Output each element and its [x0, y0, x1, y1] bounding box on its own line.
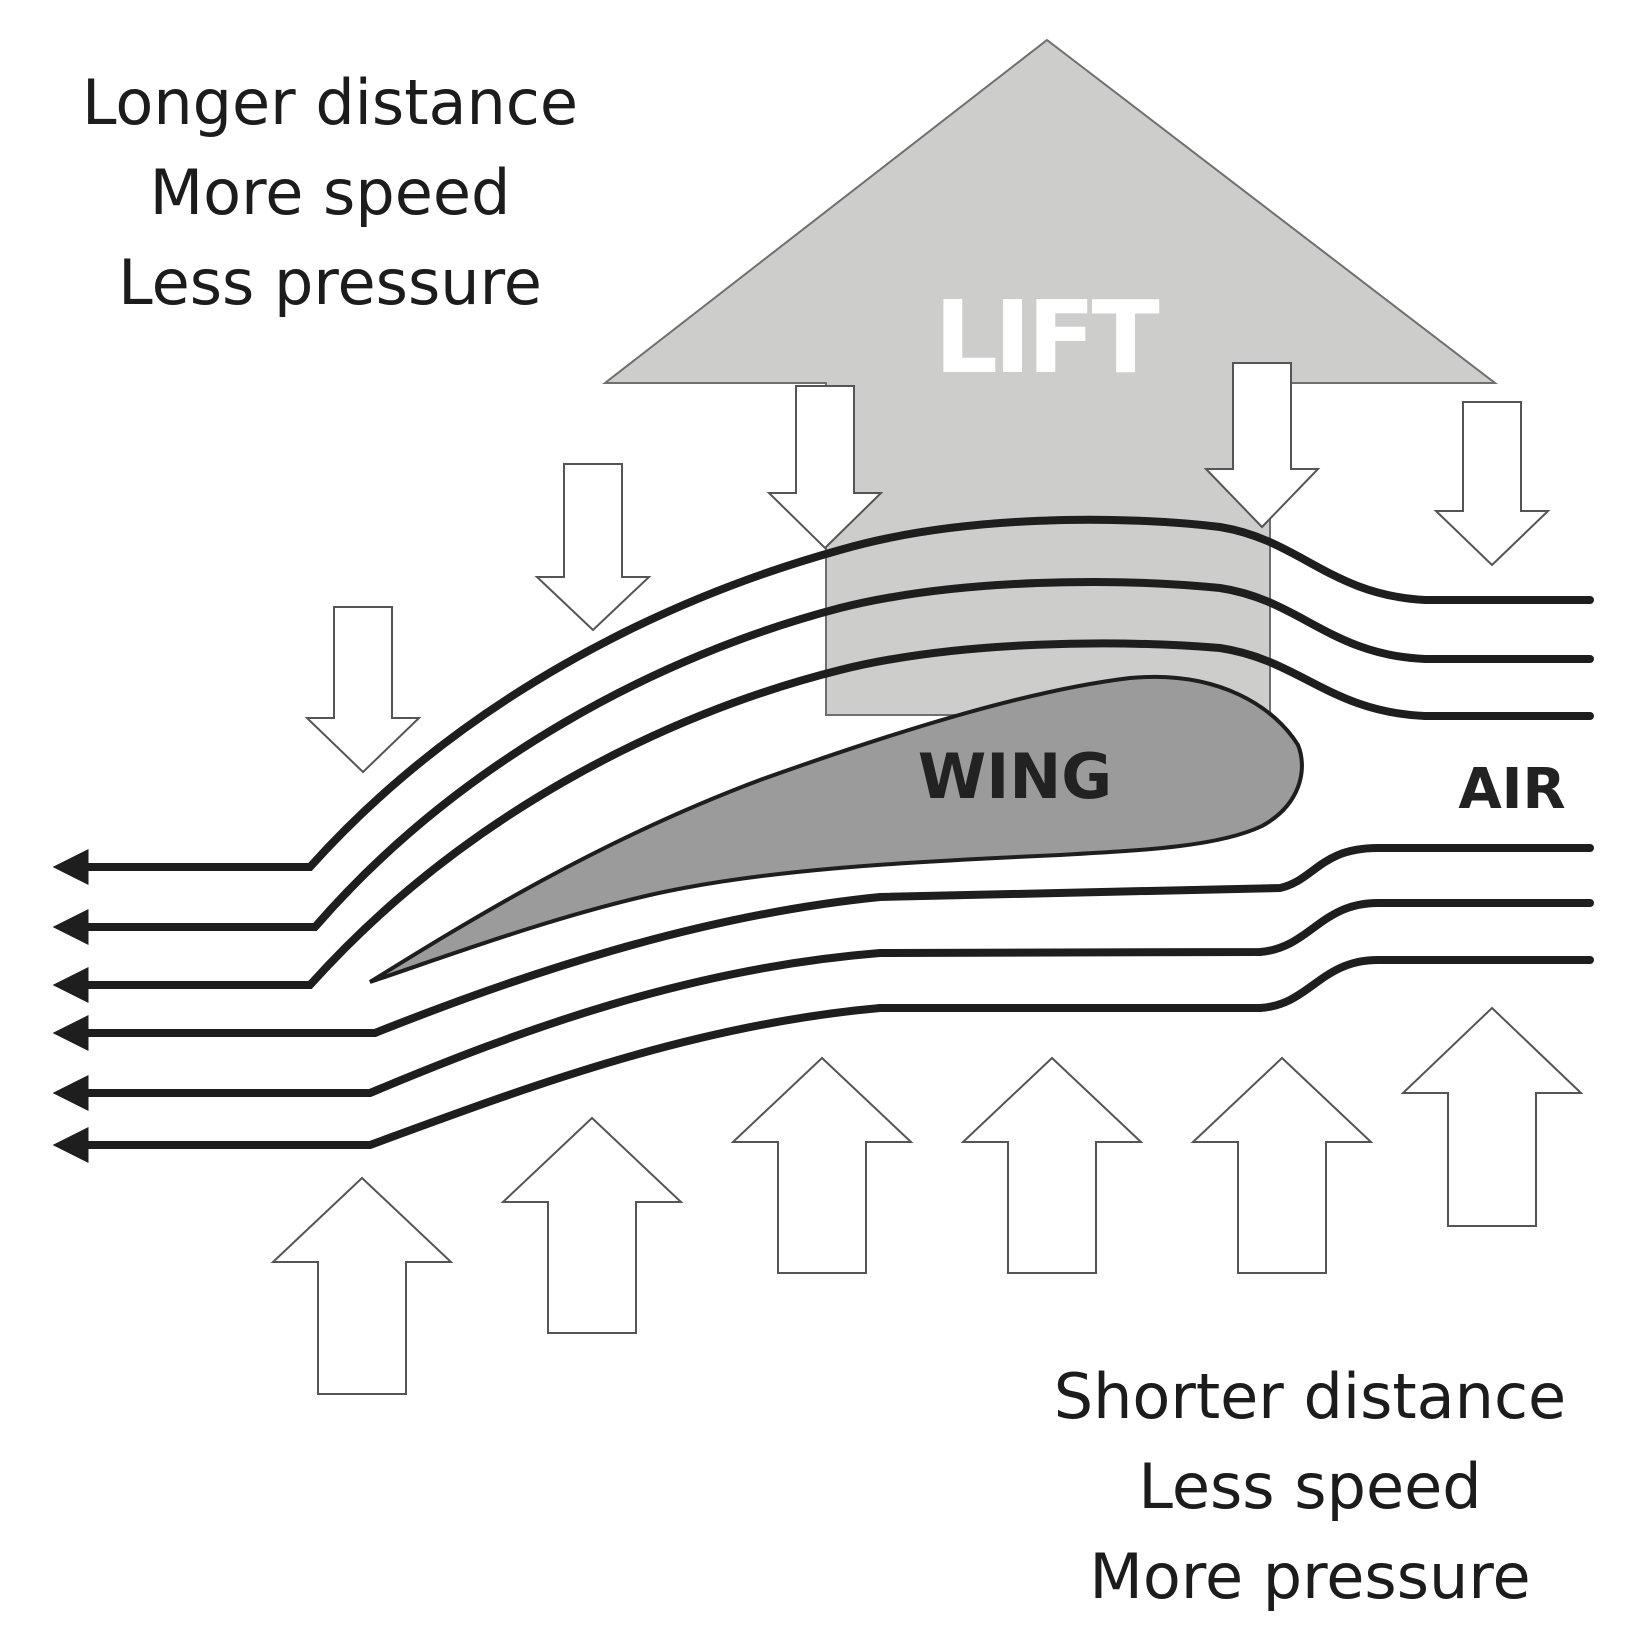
lower-streamlines: [52, 844, 1594, 1163]
wing-shape: [368, 674, 1304, 984]
bottom-caption-line: Less speed: [1138, 1450, 1482, 1523]
streamline: [52, 844, 1594, 1051]
up-pressure-arrow: [1400, 1006, 1584, 1227]
streamline: [52, 899, 1594, 1111]
down-pressure-arrow: [304, 606, 422, 774]
upward-pressure-arrows: [270, 1006, 1584, 1395]
up-pressure-arrow: [960, 1056, 1144, 1274]
top-caption: Longer distance More speed Less pressure: [50, 58, 610, 328]
up-pressure-arrow: [500, 1116, 684, 1334]
down-pressure-arrow: [1203, 362, 1321, 529]
upper-streamlines: [52, 515, 1594, 1003]
lift-label: LIFT: [934, 279, 1159, 396]
bottom-caption: Shorter distance Less speed More pressur…: [1010, 1352, 1610, 1622]
top-caption-line: Less pressure: [118, 246, 542, 319]
up-pressure-arrow: [730, 1056, 914, 1274]
down-pressure-arrow: [1433, 401, 1551, 567]
streamline: [52, 956, 1594, 1163]
bottom-caption-line: Shorter distance: [1053, 1360, 1567, 1433]
top-caption-line: More speed: [149, 156, 511, 229]
down-pressure-arrow: [534, 463, 652, 632]
air-label: AIR: [1458, 757, 1565, 822]
bottom-caption-line: More pressure: [1089, 1540, 1531, 1613]
streamline: [52, 578, 1594, 945]
streamline: [52, 515, 1594, 885]
top-caption-line: Longer distance: [81, 66, 579, 139]
streamline: [52, 639, 1594, 1003]
up-pressure-arrow: [1190, 1056, 1374, 1274]
up-pressure-arrow: [270, 1176, 454, 1395]
down-pressure-arrow: [766, 385, 884, 550]
downward-pressure-arrows: [304, 362, 1551, 774]
wing-label: WING: [918, 740, 1112, 813]
